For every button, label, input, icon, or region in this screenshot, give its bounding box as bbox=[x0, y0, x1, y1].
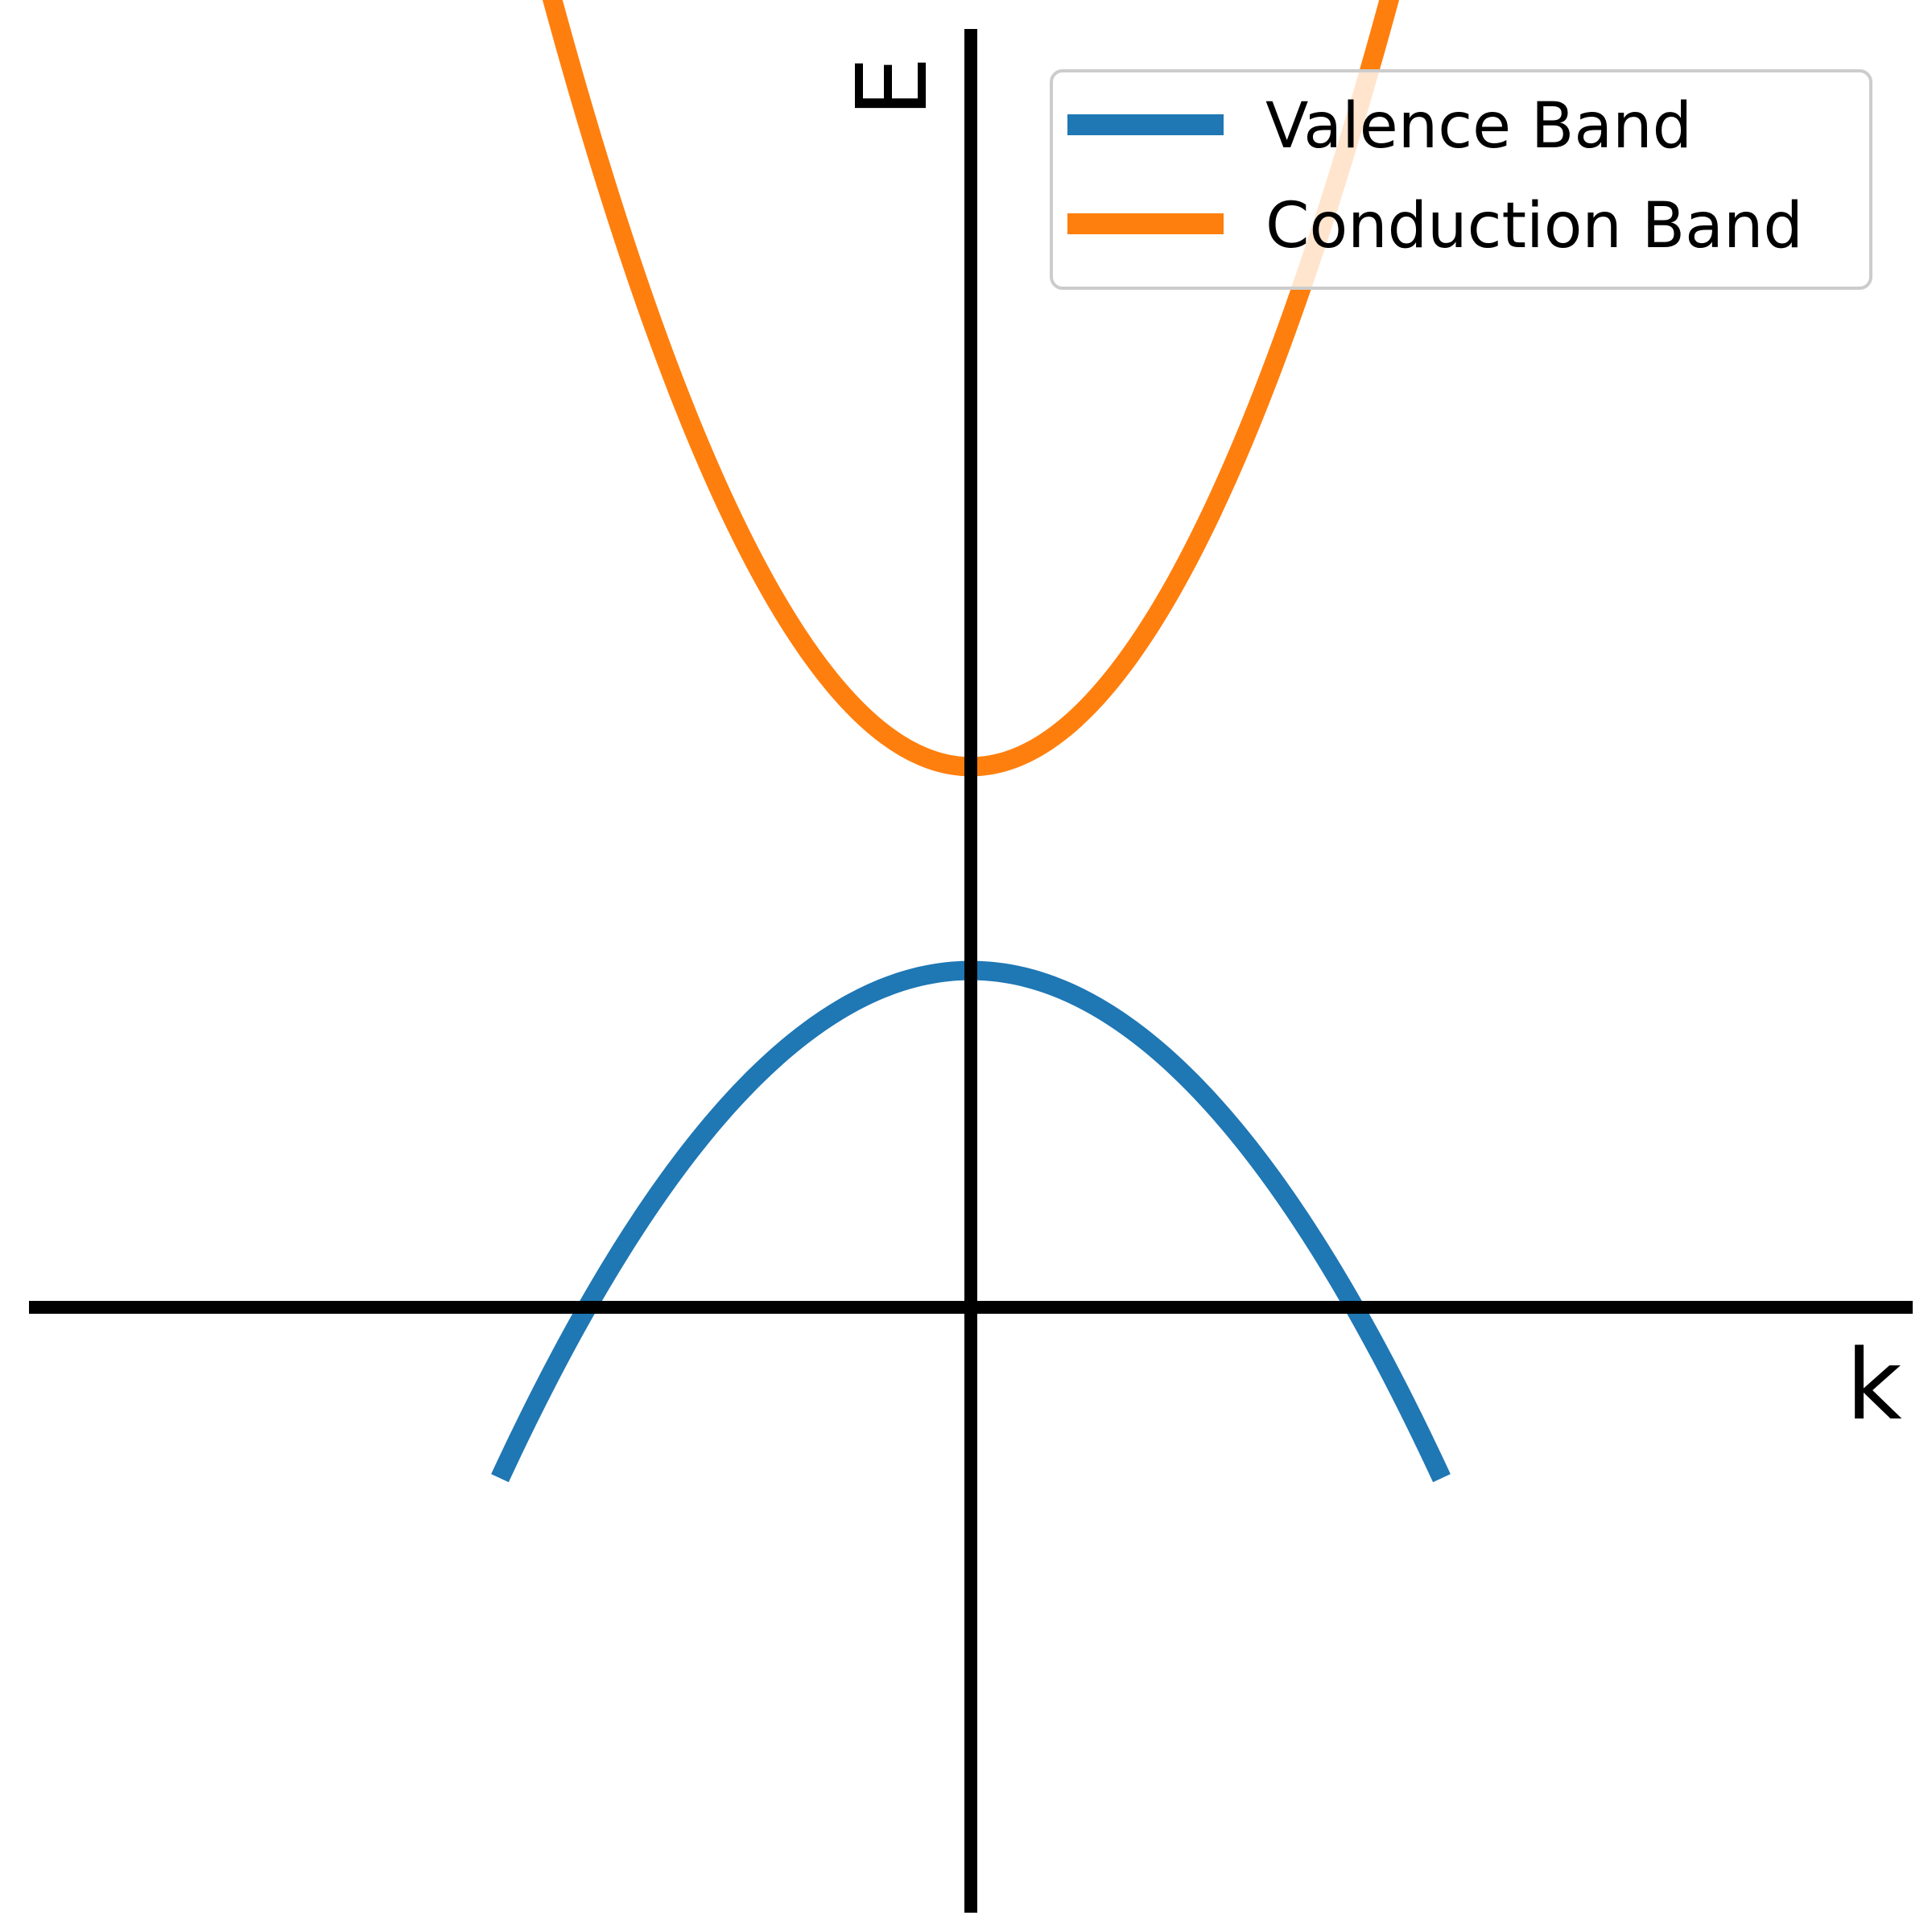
x-axis-label: k bbox=[1846, 1330, 1902, 1442]
y-axis-label: E bbox=[837, 56, 949, 118]
legend-frame bbox=[1050, 69, 1872, 290]
legend-label-conduction-band: Conduction Band bbox=[1265, 190, 1803, 262]
legend-label-valence-band: Valence Band bbox=[1265, 90, 1692, 163]
legend: Valence Band Conduction Band bbox=[1050, 69, 1872, 290]
